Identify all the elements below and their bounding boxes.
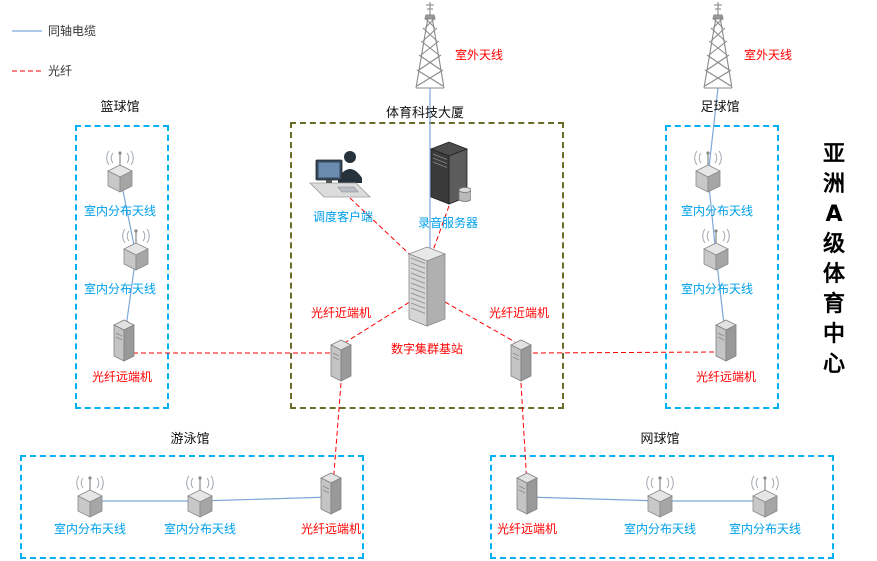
fiber-near-end-unit-icon <box>328 338 354 382</box>
side-title: 亚洲A级体育中心 <box>822 142 845 377</box>
tennis-antenna2-label: 室内分布天线 <box>728 522 801 536</box>
fiber-near-end-unit-icon <box>508 338 534 382</box>
tennis-venue-box <box>490 455 834 559</box>
indoor-antenna-icon <box>180 474 220 518</box>
swimming-antenna2-label: 室内分布天线 <box>163 522 236 536</box>
indoor-antenna-icon <box>100 149 140 193</box>
near-end-right-label: 光纤近端机 <box>488 306 549 320</box>
indoor-antenna-icon <box>70 474 110 518</box>
fiber-base-station-to-near-end-left <box>345 297 417 343</box>
swimming-title: 游泳馆 <box>170 432 210 447</box>
basketball-antenna2-label: 室内分布天线 <box>83 282 156 296</box>
building-box <box>290 122 564 409</box>
indoor-antenna-icon <box>688 149 728 193</box>
football-antenna1-label: 室内分布天线 <box>680 204 753 218</box>
recording-server-label: 录音服务器 <box>417 216 478 230</box>
basketball-remote-label: 光纤远端机 <box>91 370 152 384</box>
football-venue-box <box>665 125 779 409</box>
indoor-antenna-icon <box>696 227 736 271</box>
fiber-base-station-to-near-end-right <box>437 297 516 343</box>
fiber-near-end-right-to-tennis-remote <box>520 382 528 487</box>
fiber-lines <box>12 70 715 487</box>
dispatch-client-workstation-icon <box>308 148 372 204</box>
outdoor-antenna-right-label: 室外天线 <box>744 48 793 62</box>
indoor-antenna-icon <box>116 227 156 271</box>
outdoor-antenna-tower-right-icon <box>694 1 742 90</box>
swimming-antenna1-label: 室内分布天线 <box>53 522 126 536</box>
fiber-remote-unit-icon <box>318 471 344 515</box>
indoor-antenna-icon <box>640 474 680 518</box>
football-antenna2-label: 室内分布天线 <box>680 282 753 296</box>
fiber-near-end-left-to-swimming-remote <box>332 382 342 487</box>
fiber-remote-unit-icon <box>514 471 540 515</box>
fiber-near-end-right-to-football-remote <box>532 351 715 354</box>
tennis-remote-label: 光纤远端机 <box>496 522 557 536</box>
football-title: 足球馆 <box>700 100 740 115</box>
basketball-antenna1-label: 室内分布天线 <box>83 204 156 218</box>
swimming-venue-box <box>20 455 364 559</box>
fiber-server-to-base-station <box>430 205 450 257</box>
fiber-remote-unit-icon <box>713 318 739 362</box>
near-end-left-label: 光纤近端机 <box>310 306 371 320</box>
tennis-antenna1-label: 室内分布天线 <box>623 522 696 536</box>
recording-server-icon <box>425 140 472 206</box>
football-remote-label: 光纤远端机 <box>695 370 756 384</box>
base-station-rack-icon <box>405 244 449 328</box>
outdoor-antenna-tower-left-icon <box>406 1 454 90</box>
dispatch-client-label: 调度客户端 <box>312 210 373 224</box>
legend-coaxial-label: 同轴电缆 <box>48 24 97 38</box>
fiber-remote-unit-icon <box>111 318 137 362</box>
legend-fiber-label: 光纤 <box>48 64 73 78</box>
basketball-title: 篮球馆 <box>100 100 140 115</box>
wire-tower-right-to-football-chain <box>707 87 727 343</box>
basketball-venue-box <box>75 125 169 409</box>
indoor-antenna-icon <box>745 474 785 518</box>
outdoor-antenna-left-label: 室外天线 <box>455 48 504 62</box>
building-title: 体育科技大厦 <box>385 106 464 121</box>
tennis-title: 网球馆 <box>640 432 680 447</box>
swimming-remote-label: 光纤远端机 <box>300 522 361 536</box>
base-station-label: 数字集群基站 <box>390 342 463 356</box>
